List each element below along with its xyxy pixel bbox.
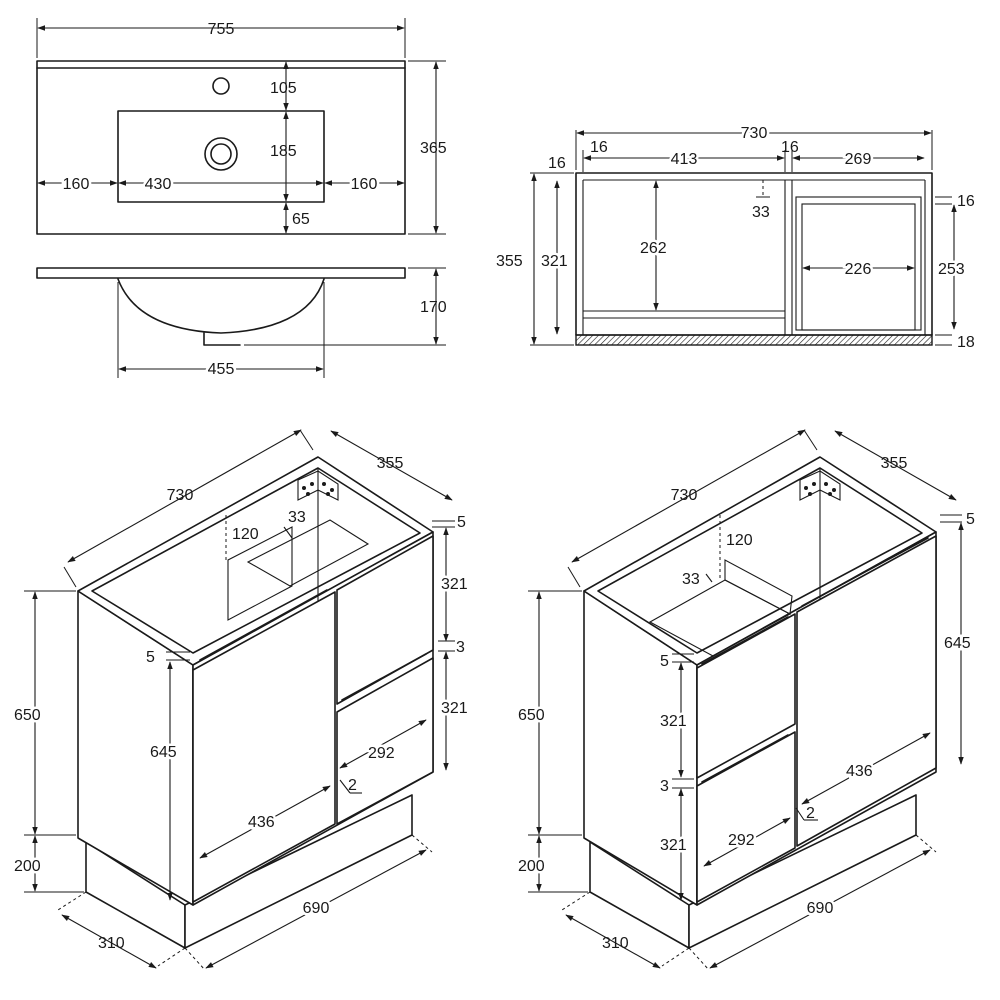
dim-carcass-width: 730: [741, 125, 768, 142]
top-view: 755 365 105 185 65 160 430 160: [36, 18, 447, 235]
iso-view-right: 730 355 120 33 5 645 5 321 3 321 650 436…: [516, 429, 975, 971]
dim-drawer-top: 16: [957, 193, 975, 210]
iso-right-height: 650: [518, 707, 545, 724]
iso-right-kick-height: 200: [518, 858, 545, 875]
dim-drawer-height: 253: [938, 261, 965, 278]
iso-left-cutout-offset: 33: [288, 509, 306, 526]
dim-right-margin: 160: [351, 176, 378, 193]
bowl-outline: [117, 110, 325, 203]
iso-left-drawer-width: 292: [368, 745, 395, 762]
door-handle: [801, 537, 929, 607]
iso-right-top-gap: 5: [966, 511, 975, 528]
iso-right-door-height: 645: [944, 635, 971, 652]
waste-spigot: [203, 332, 241, 346]
waste-inner-icon: [210, 143, 232, 165]
iso-view-left: 730 355 120 33 5 321 3 321 5 650 645 292…: [12, 429, 470, 971]
iso-left-kick-width: 690: [303, 900, 330, 917]
iso-right-drawer-gap-top: 5: [660, 653, 669, 670]
dim-bowl-span: 455: [208, 361, 235, 378]
iso-left-drawer-upper: 321: [441, 576, 468, 593]
iso-left-door-height: 645: [150, 744, 177, 761]
iso-left-top-gap: 5: [457, 514, 466, 531]
iso-right-depth: 355: [881, 455, 908, 472]
iso-right-cutout: 120: [726, 532, 753, 549]
iso-left-door-gap: 5: [146, 649, 155, 666]
door-handle: [199, 589, 328, 661]
dim-bowl-height: 170: [420, 299, 447, 316]
iso-right-drawer-gap: 3: [660, 778, 669, 795]
basin-profile: [36, 267, 406, 279]
side-profile: 170 455: [36, 267, 447, 381]
iso-left-kick-depth: 310: [98, 935, 125, 952]
drawer-upper: [336, 535, 434, 705]
dim-left-panel: 16: [590, 139, 608, 156]
bowl-profile: [117, 278, 325, 334]
dim-right-bay: 269: [845, 151, 872, 168]
iso-right-drawer-width: 292: [728, 832, 755, 849]
dim-front-margin: 65: [292, 211, 310, 228]
basin-top-outline: [36, 60, 406, 235]
dim-left-bay: 413: [671, 151, 698, 168]
dim-drawer-width: 226: [845, 261, 872, 278]
iso-left-drawer-gap: 3: [456, 639, 465, 656]
dim-left-margin: 160: [63, 176, 90, 193]
dim-bowl-depth: 185: [270, 143, 297, 160]
dim-offset: 33: [752, 204, 770, 221]
dim-tap-offset: 105: [270, 80, 297, 97]
drawer-handle: [341, 653, 427, 701]
drawer-upper: [696, 613, 796, 779]
drawer-handle-lower: [701, 734, 789, 783]
iso-left-cutout: 120: [232, 526, 259, 543]
iso-left-door-width: 436: [248, 814, 275, 831]
dim-divider: 16: [781, 139, 799, 156]
carcass-base-hatch: [575, 334, 933, 346]
iso-left-side-gap: 2: [348, 777, 357, 794]
dim-inner-height: 321: [541, 253, 568, 270]
iso-left-drawer-lower: 321: [441, 700, 468, 717]
iso-left-kick-height: 200: [14, 858, 41, 875]
dim-depth: 365: [420, 140, 447, 157]
dim-base: 18: [957, 334, 975, 351]
carcass-front-view: 730 16 413 16 269 355 16 321 33 262 226 …: [496, 123, 975, 352]
iso-right-kick-width: 690: [807, 900, 834, 917]
iso-right-kick-depth: 310: [602, 935, 629, 952]
dim-top-panel: 16: [548, 155, 566, 172]
dim-bowl-width: 430: [145, 176, 172, 193]
iso-right-door-width: 436: [846, 763, 873, 780]
iso-right-drawer-lower: 321: [660, 837, 687, 854]
iso-right-side-gap: 2: [806, 805, 815, 822]
iso-left-height: 650: [14, 707, 41, 724]
iso-left-width: 730: [167, 487, 194, 504]
dim-carcass-height: 355: [496, 253, 523, 270]
dim-left-opening: 262: [640, 240, 667, 257]
tap-hole-icon: [212, 77, 230, 95]
iso-left-depth: 355: [377, 455, 404, 472]
iso-right-cutout-offset: 33: [682, 571, 700, 588]
dim-width: 755: [208, 21, 235, 38]
iso-right-drawer-upper: 321: [660, 713, 687, 730]
drawer-handle-upper: [701, 616, 789, 665]
iso-right-width: 730: [671, 487, 698, 504]
waste-outlet-icon: [204, 137, 238, 171]
